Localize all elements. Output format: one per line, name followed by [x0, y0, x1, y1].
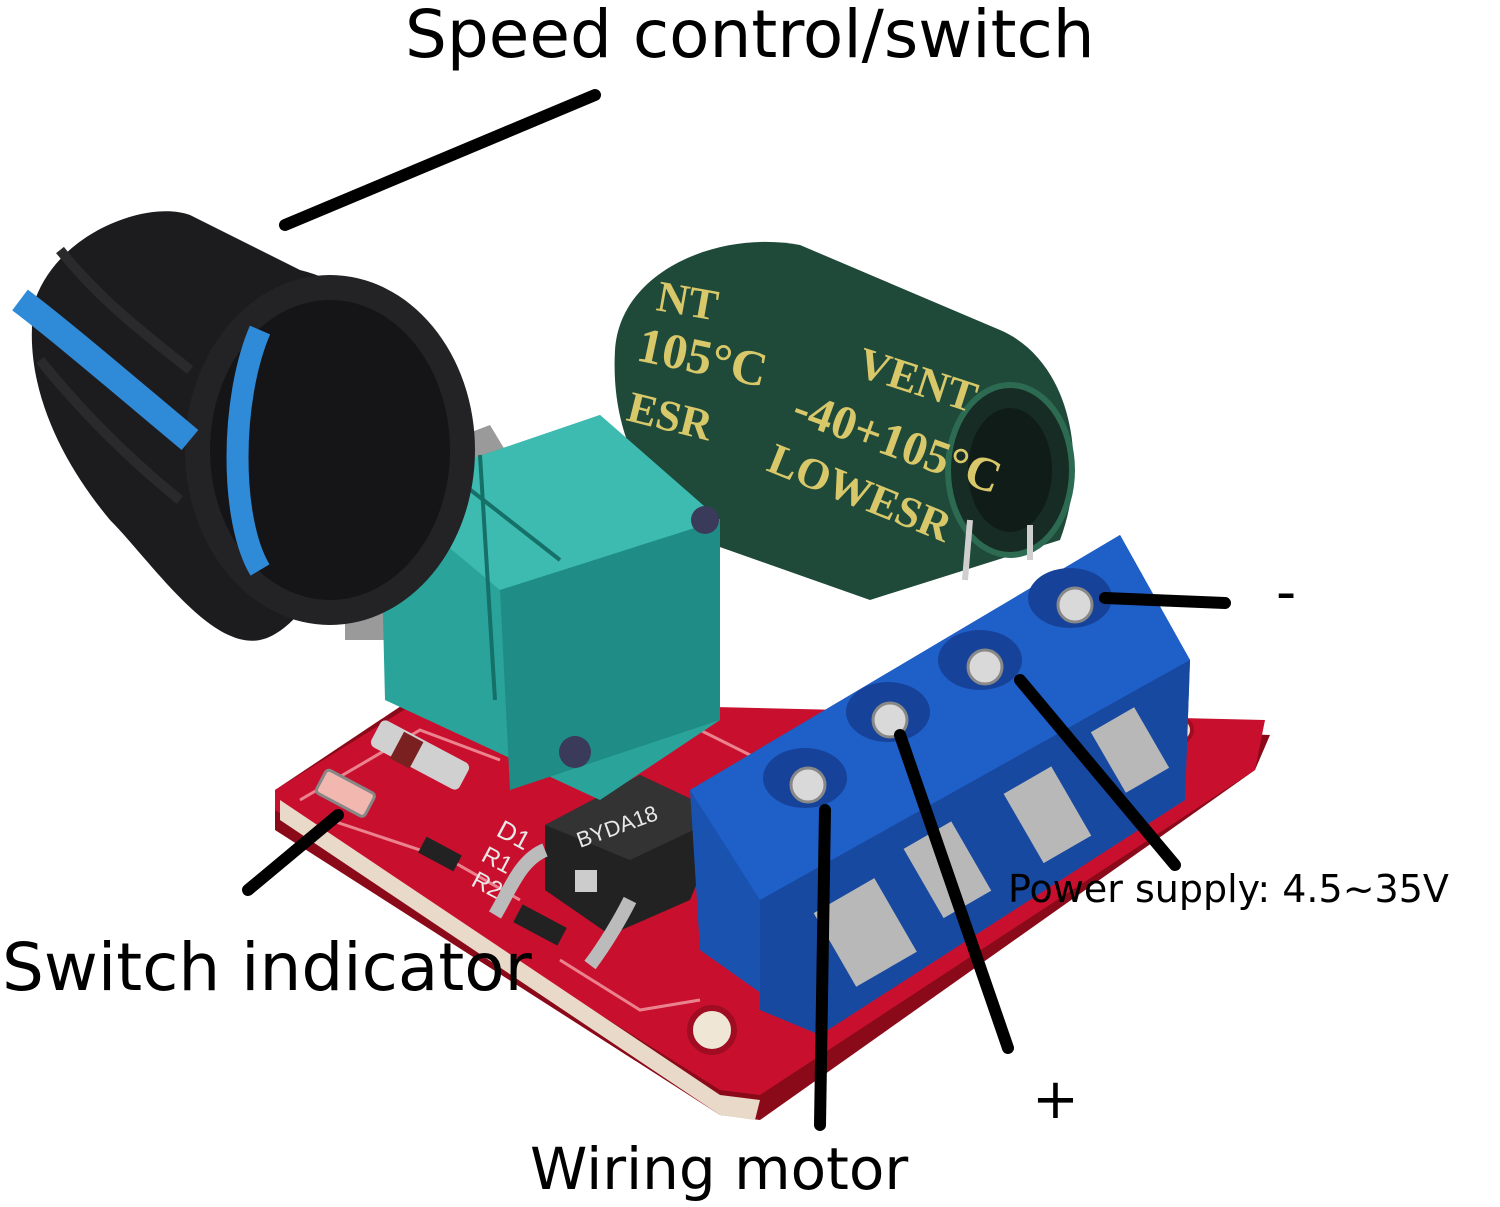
label-wiring-motor: Wiring motor — [530, 1135, 909, 1203]
smd-components — [314, 720, 567, 946]
pointer-plus — [894, 729, 1014, 1054]
pointer-speed-control — [279, 89, 601, 231]
label-power-supply: Power supply: 4.5~35V — [1008, 867, 1449, 911]
annotation-lines — [242, 89, 1231, 1131]
mounting-hole — [687, 1005, 737, 1055]
label-plus: + — [1032, 1067, 1079, 1132]
label-switch-indicator: Switch indicator — [2, 929, 532, 1006]
capacitor: NT 105°C ESR VENT -40+105°C LOWESR — [614, 241, 1075, 600]
pointer-wiring-motor — [814, 804, 831, 1131]
screw-terminal[interactable] — [938, 630, 1022, 690]
label-speed-control: Speed control/switch — [405, 0, 1095, 73]
pointer-minus — [1099, 592, 1231, 609]
speed-control-knob[interactable] — [12, 211, 475, 641]
screw-terminal[interactable] — [846, 682, 930, 742]
capacitor-text-1: NT — [653, 272, 722, 331]
screw-terminal[interactable] — [1028, 568, 1112, 628]
label-minus: - — [1276, 560, 1297, 625]
pointer-switch-indicator — [242, 809, 344, 896]
screw-terminal[interactable] — [763, 748, 847, 808]
pointer-power-supply — [1014, 674, 1181, 871]
mosfet-chip: BYDA18 — [488, 775, 725, 970]
switch-indicator-led — [314, 768, 376, 818]
